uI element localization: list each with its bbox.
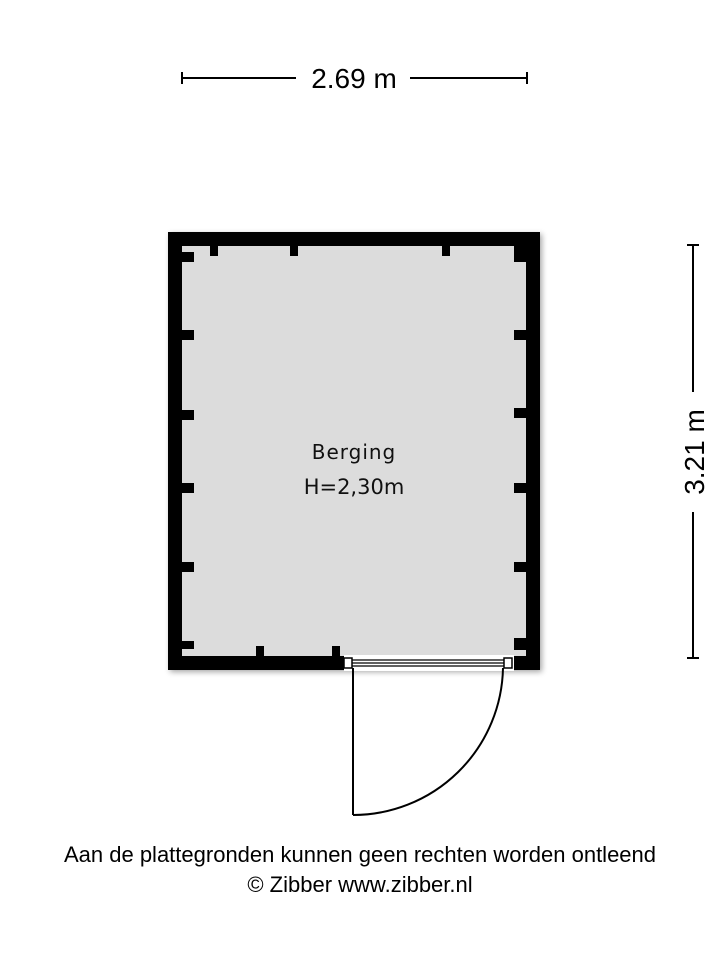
room-name: Berging bbox=[312, 440, 397, 464]
door-swing-arc bbox=[352, 667, 504, 816]
room-floor bbox=[182, 246, 526, 656]
height-dimension-label: 3.21 m bbox=[679, 409, 710, 495]
width-dimension-label: 2.69 m bbox=[311, 63, 397, 94]
height-dimension: 3.21 m bbox=[679, 244, 710, 659]
door bbox=[343, 655, 514, 816]
disclaimer-text: Aan de plattegronden kunnen geen rechten… bbox=[63, 842, 657, 867]
width-dimension: 2.69 m bbox=[181, 63, 528, 94]
wall-studs bbox=[180, 244, 528, 658]
copyright-text: © Zibber www.zibber.nl bbox=[247, 872, 473, 897]
room-height: H=2,30m bbox=[304, 475, 405, 499]
